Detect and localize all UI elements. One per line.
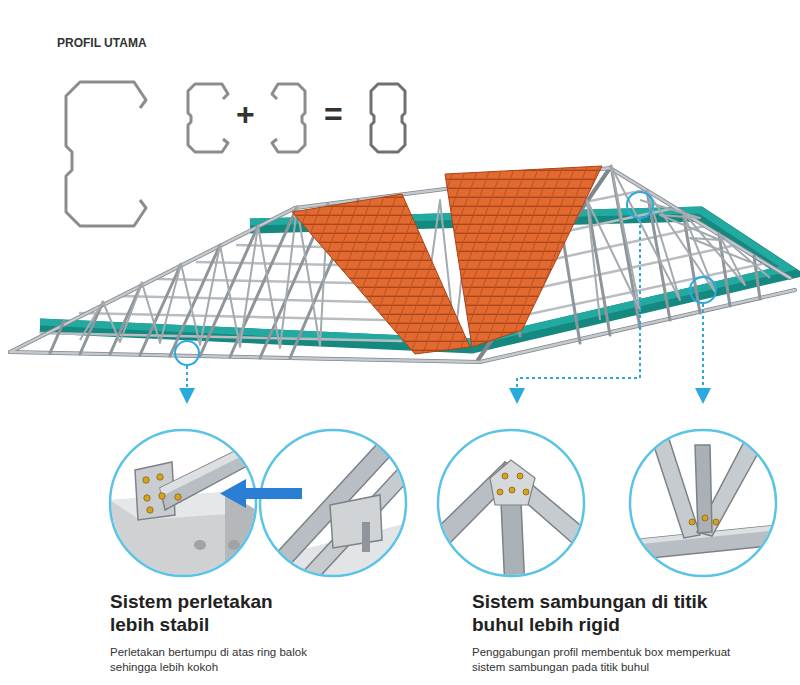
section-heading: Sistem perletakan lebih stabil: [110, 591, 290, 637]
truss-frame-light: [10, 168, 795, 362]
rafters: [50, 166, 760, 358]
bearing-detail: [110, 438, 262, 590]
section-body: Penggabungan profil membentuk box memper…: [472, 645, 742, 675]
main-heading: PROFIL UTAMA: [57, 37, 147, 49]
equals-sign: =: [324, 98, 343, 130]
roof-tiles: [292, 166, 602, 354]
plus-sign: +: [236, 98, 255, 130]
truss-frame: [10, 168, 795, 362]
apex-joint-detail: [430, 460, 592, 590]
section-body: Perletakan bertumpu di atas ring balok s…: [110, 645, 355, 675]
callouts: [175, 192, 716, 396]
section-heading: Sistem sambungan di titik buhul lebih ri…: [472, 591, 712, 637]
detail-circle-borders: [110, 430, 776, 576]
detail-arrow: [220, 479, 302, 508]
bearing-detail-side: [260, 430, 432, 590]
